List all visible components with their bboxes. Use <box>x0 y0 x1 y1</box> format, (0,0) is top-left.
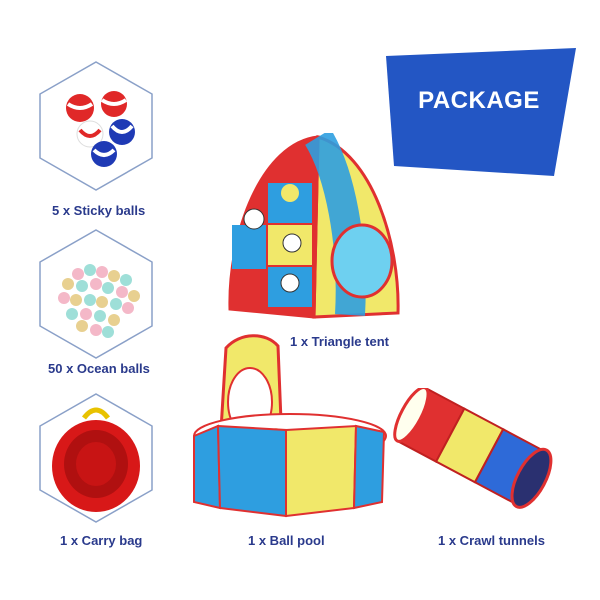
carry-bag-label: 1 x Carry bag <box>60 533 143 548</box>
ocean-balls-image <box>39 229 153 359</box>
ball-pool-image <box>193 334 387 518</box>
ball-pool-label: 1 x Ball pool <box>248 533 325 548</box>
crawl-tunnel-image <box>393 388 553 509</box>
sticky-balls-image <box>39 61 153 191</box>
triangle-tent-label: 1 x Triangle tent <box>290 334 389 349</box>
ocean-balls-label: 50 x Ocean balls <box>48 361 150 376</box>
package-banner <box>386 48 576 176</box>
package-title: PACKAGE <box>418 87 540 114</box>
triangle-tent-image <box>228 133 400 319</box>
sticky-balls-label: 5 x Sticky balls <box>52 203 146 218</box>
crawl-tunnels-label: 1 x Crawl tunnels <box>438 533 545 548</box>
carry-bag-image <box>39 393 153 523</box>
